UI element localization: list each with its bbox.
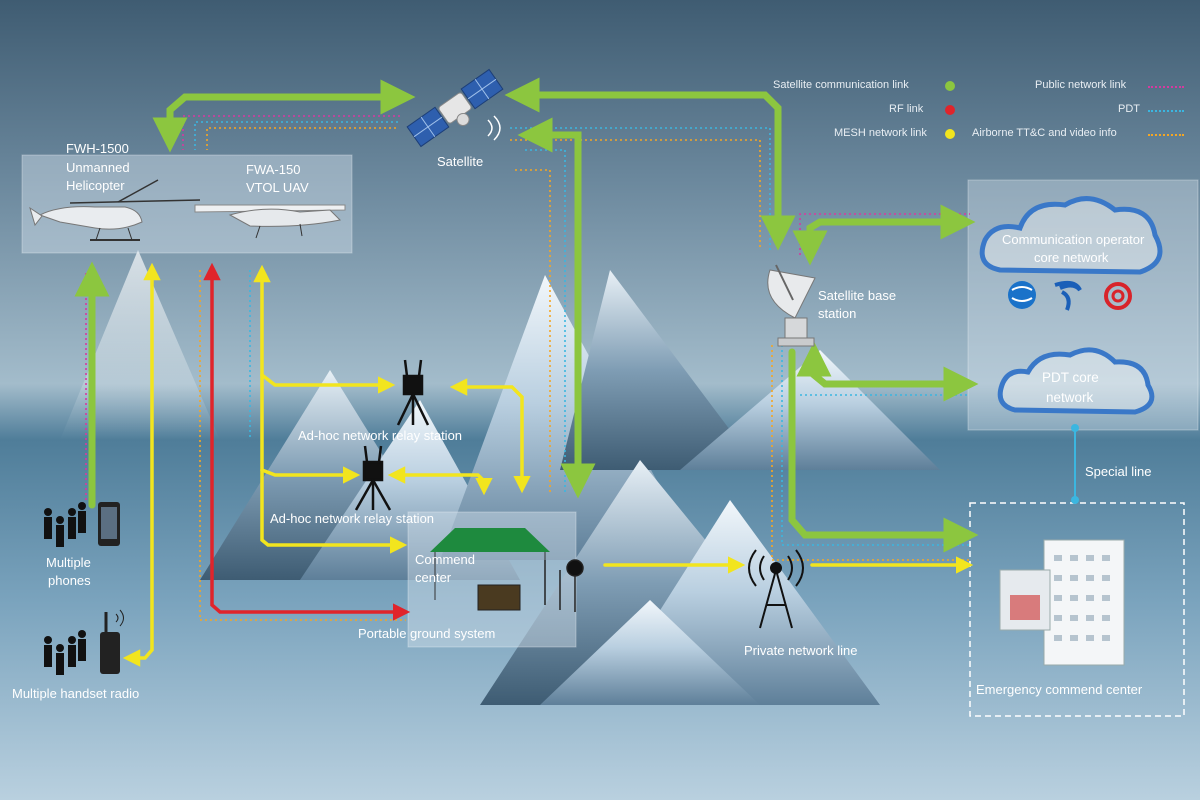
signal-waves-icon <box>487 115 501 141</box>
radio-icon <box>100 609 124 674</box>
tripod-antenna-icon <box>396 359 430 426</box>
legend-mesh-dot <box>945 129 955 139</box>
base-station-label-2: station <box>818 306 857 321</box>
special-line-connector <box>1071 424 1079 504</box>
satellite-dish-icon <box>767 264 816 347</box>
handset-radio-label: Multiple handset radio <box>12 686 140 701</box>
legend-airborne: Airborne TT&C and video info <box>972 127 1117 139</box>
china-telecom-logo <box>1054 280 1082 311</box>
command-center-label-1: Commend <box>415 552 475 567</box>
tent-icon <box>430 528 550 611</box>
coverage-beam <box>60 250 220 440</box>
private-line-label: Private network line <box>744 643 858 658</box>
legend-satellite-link: Satellite communication link <box>773 79 909 91</box>
pdt-label-1: PDT core <box>1042 370 1099 385</box>
legend-rf-link: RF link <box>889 103 924 115</box>
emergency-center-label: Emergency commend center <box>976 682 1143 697</box>
people-icon <box>44 502 86 547</box>
special-line-label: Special line <box>1085 464 1152 479</box>
core-network-panel <box>967 179 1199 431</box>
people-icon <box>44 630 86 675</box>
satellite-label: Satellite <box>437 154 484 169</box>
cloud-icon <box>979 196 1163 275</box>
legend-rf-dot <box>945 105 955 115</box>
phones-label-2: phones <box>48 573 91 588</box>
command-center-label-2: center <box>415 570 452 585</box>
tripod-antenna-icon <box>354 445 392 511</box>
china-unicom-logo <box>1104 282 1132 310</box>
helicopter-label-2: Helicopter <box>66 178 125 193</box>
china-mobile-logo <box>1008 281 1036 309</box>
aircraft-panel <box>21 154 353 254</box>
relay-station-label-1: Ad-hoc network relay station <box>298 428 463 443</box>
legend-public-link: Public network link <box>1035 79 1127 91</box>
portable-antenna-icon <box>544 559 584 612</box>
legend-airborne-line <box>1148 134 1184 136</box>
emergency-center-panel <box>969 502 1185 717</box>
relay-station-label-2: Ad-hoc network relay station <box>270 511 435 526</box>
legend-mesh-link: MESH network link <box>834 127 927 139</box>
cloud-icon <box>997 347 1155 415</box>
legend-pdt-line <box>1148 110 1184 112</box>
legend-public-line <box>1148 86 1184 88</box>
legend-satellite-dot <box>945 81 955 91</box>
base-station-label-1: Satellite base <box>818 288 897 303</box>
uav-icon <box>194 204 346 239</box>
operator-label-1: Communication operator <box>1002 232 1145 247</box>
helicopter-model-label: FWH-1500 <box>66 141 129 156</box>
legend-pdt: PDT <box>1118 103 1140 115</box>
pdt-label-2: network <box>1046 390 1094 405</box>
phone-icon <box>98 502 120 546</box>
radio-tower-icon <box>748 549 804 629</box>
helicopter-label-1: Unmanned <box>66 160 130 175</box>
portable-ground-label: Portable ground system <box>358 626 496 641</box>
uav-type-label: VTOL UAV <box>246 180 309 195</box>
uav-model-label: FWA-150 <box>246 162 301 177</box>
building-icon <box>999 539 1125 666</box>
phones-label-1: Multiple <box>46 555 91 570</box>
satellite-icon <box>406 68 504 148</box>
operator-label-2: core network <box>1034 250 1109 265</box>
helicopter-icon <box>29 179 201 241</box>
